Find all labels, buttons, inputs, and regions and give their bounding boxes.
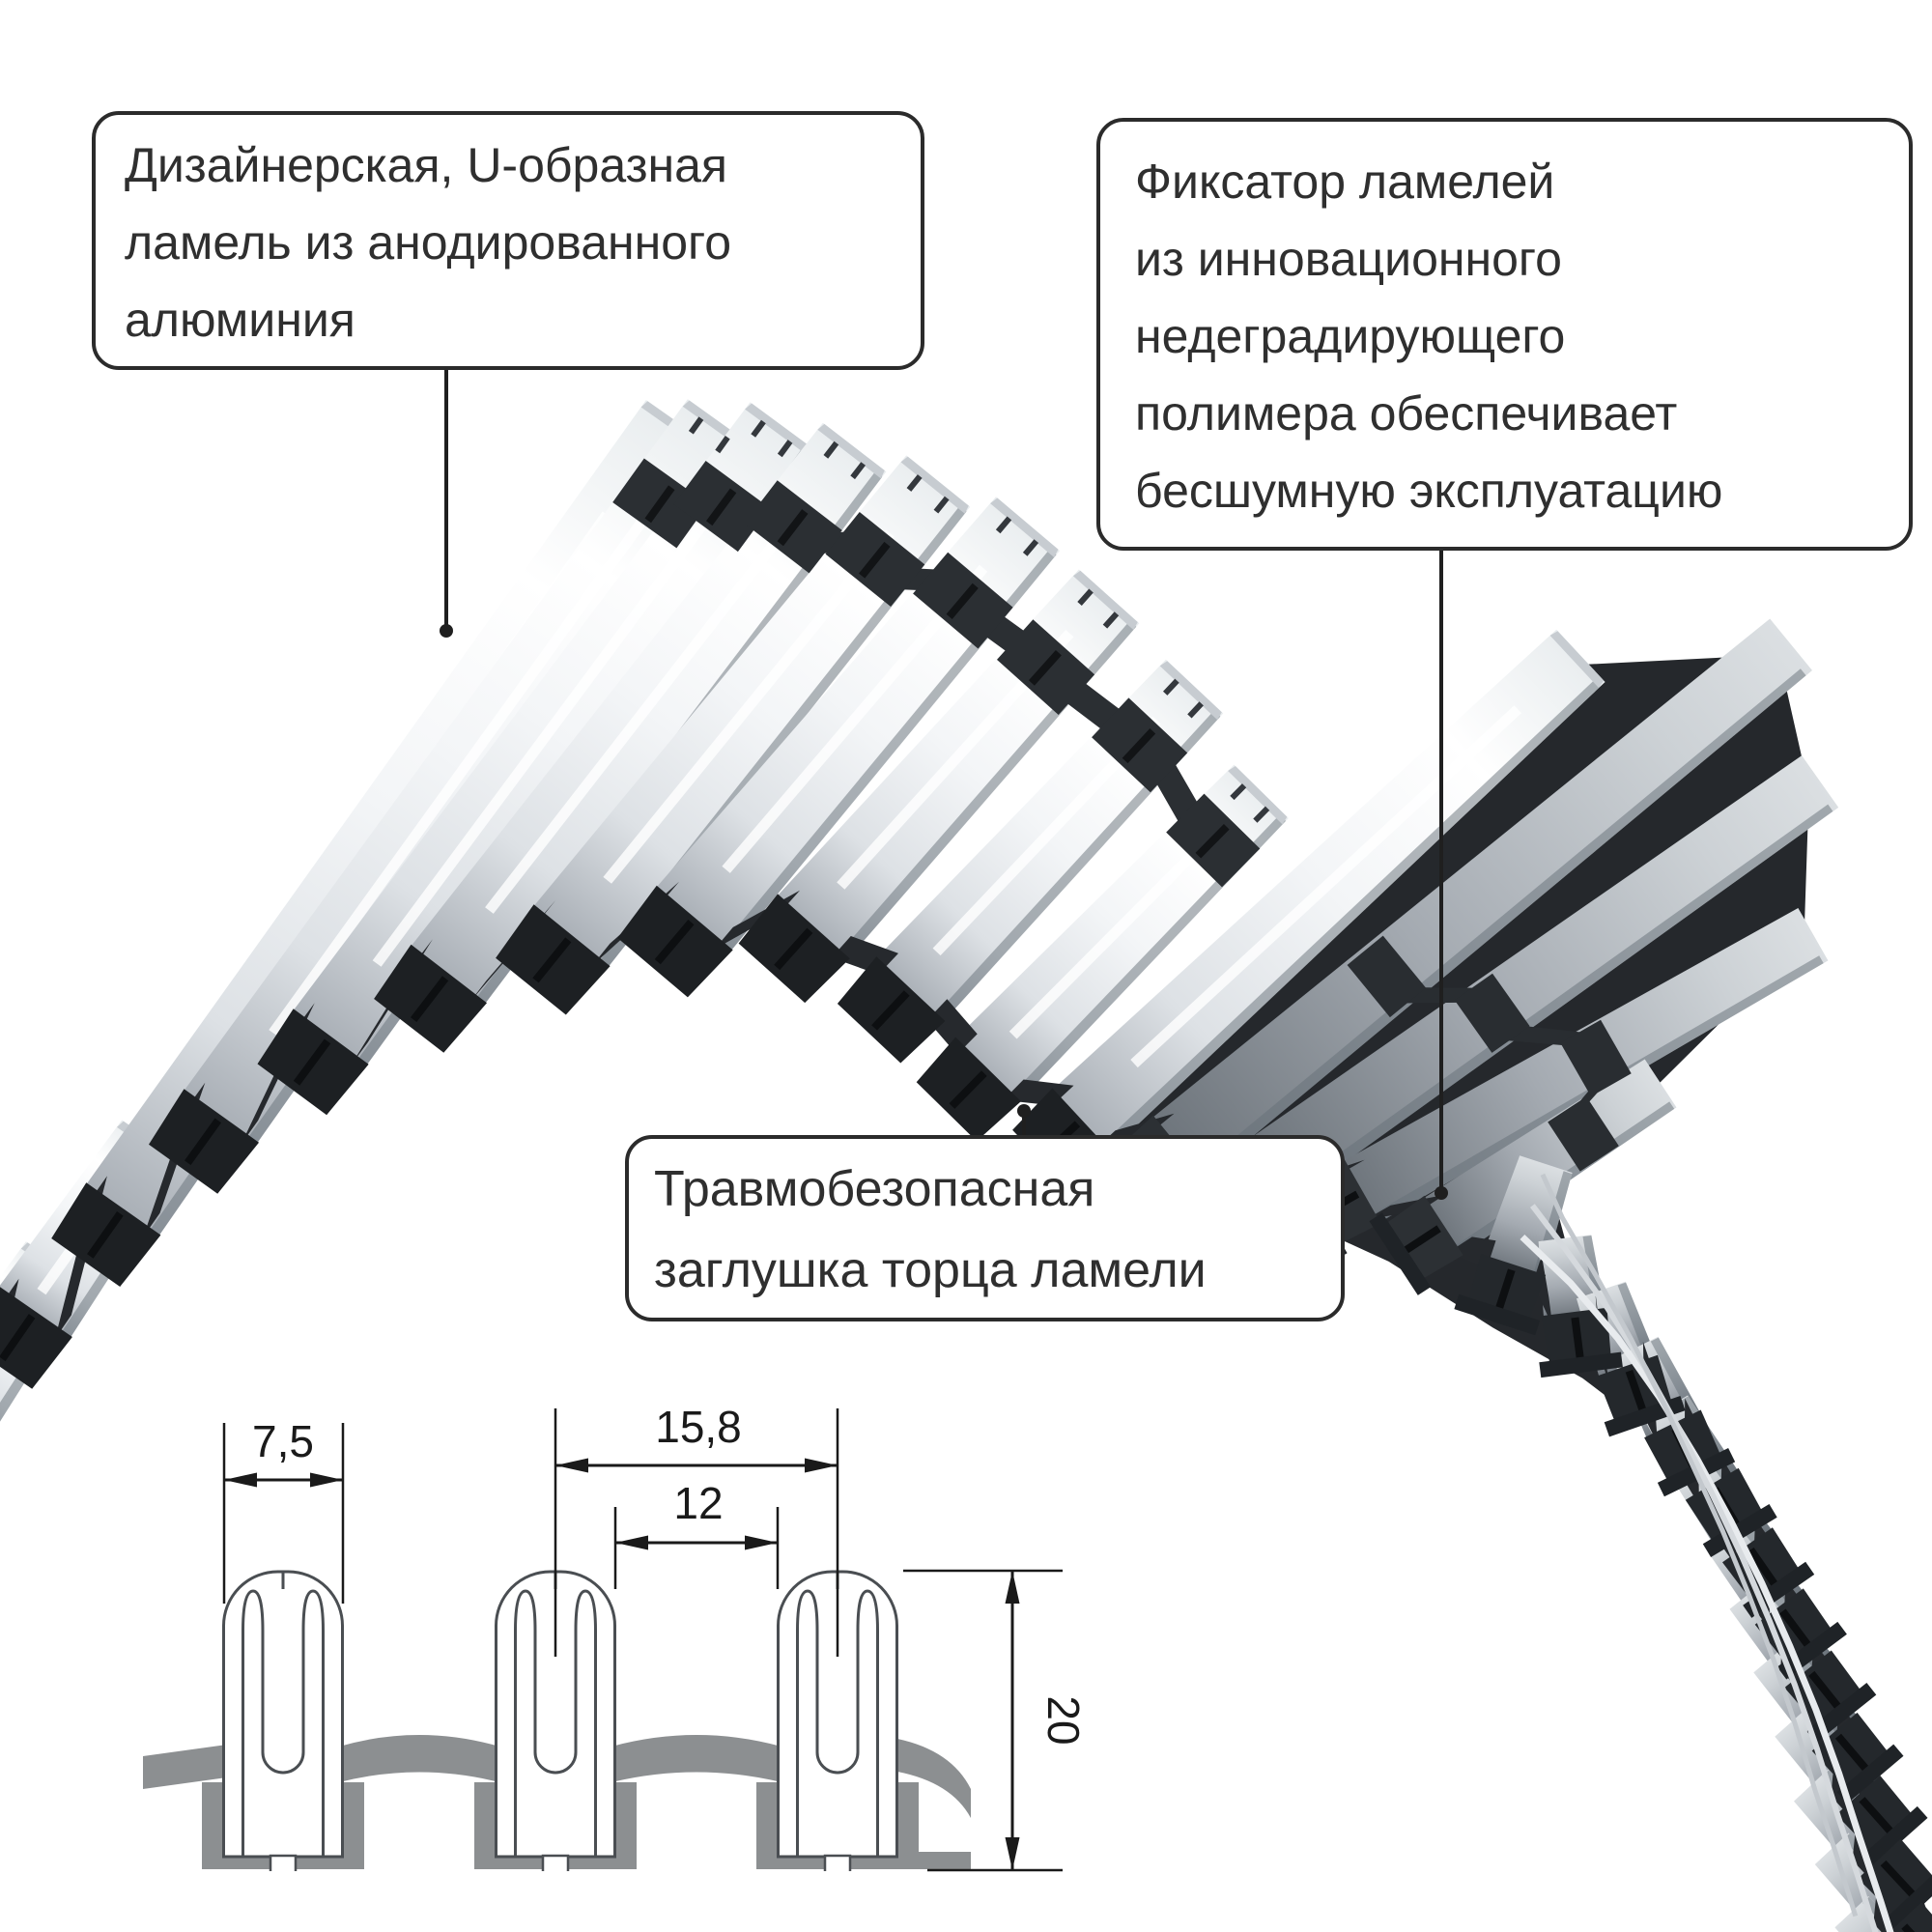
leader-dot-lamella [440,624,453,638]
leader-dot-fixator [1435,1186,1448,1200]
leader-dot-endcap [1017,1104,1031,1118]
callout-fixator: Фиксатор ламелей из инновационного недег… [1096,118,1913,551]
dim-label: 12 [673,1478,723,1528]
dim-label: 15,8 [655,1402,742,1452]
callout-endcap-text: Травмобезопасная заглушка торца ламели [654,1161,1207,1298]
dim-label: 7,5 [252,1416,314,1466]
leader-line-lamella [444,368,448,629]
callout-lamella-text: Дизайнерская, U-образная ламель из аноди… [125,138,732,347]
callout-endcap: Травмобезопасная заглушка торца ламели [625,1135,1345,1321]
leader-line-fixator [1439,549,1443,1189]
callout-fixator-text: Фиксатор ламелей из инновационного недег… [1135,155,1723,518]
callout-lamella: Дизайнерская, U-образная ламель из аноди… [92,111,924,370]
dim-label: 20 [1038,1695,1089,1745]
leader-line-endcap [1022,1113,1026,1137]
